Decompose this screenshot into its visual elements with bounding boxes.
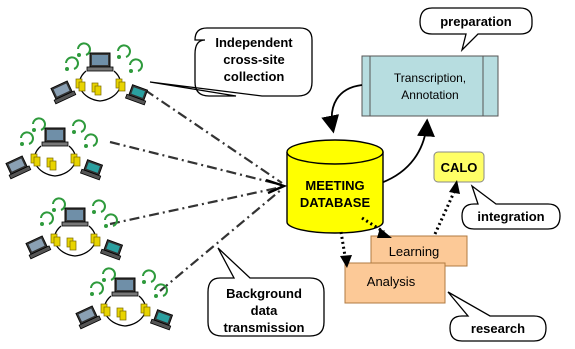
transcription-line2: Annotation (401, 88, 458, 102)
analysis-box: Analysis (344, 262, 446, 304)
callout-integration-text: integration (477, 209, 544, 224)
arrow-learning-to-calo (433, 189, 457, 235)
transfer-line-4 (159, 188, 283, 292)
callout-research-text: research (471, 321, 525, 336)
arrowhead-learning (377, 228, 392, 238)
transcription-line1: Transcription, (394, 71, 466, 85)
analysis-label: Analysis (367, 274, 416, 289)
arrow-database-to-transcription (380, 118, 435, 184)
callout-background-line3: transmission (224, 320, 305, 335)
arrowhead-calo (449, 180, 460, 194)
calo-label: CALO (441, 160, 478, 175)
callout-independent-line1: Independent (215, 35, 293, 50)
transfer-line-3 (109, 185, 283, 226)
callout-independent-line3: collection (224, 69, 285, 84)
callout-preparation-text: preparation (440, 14, 512, 29)
arrow-transcription-to-database (321, 84, 363, 134)
transcription-annotation-box: Transcription, Annotation (361, 55, 499, 117)
database-line1: MEETING (305, 178, 364, 193)
callout-research: research (447, 291, 547, 342)
recording-site-3 (23, 197, 126, 261)
meeting-database: MEETING DATABASE (286, 139, 384, 234)
transfer-line-2 (109, 140, 283, 187)
arrowhead-analysis (340, 255, 352, 268)
learning-box: Learning (370, 235, 468, 267)
callout-background-line2: data (251, 303, 279, 318)
callout-independent-collection: Independent cross-site collection (149, 27, 313, 97)
transfer-arrowhead (265, 178, 288, 195)
callout-background-transmission: Background data transmission (207, 247, 325, 337)
recording-site-4 (73, 267, 176, 331)
database-line2: DATABASE (300, 195, 371, 210)
recording-site-2 (3, 117, 106, 181)
callout-background-line1: Background (226, 286, 302, 301)
callout-preparation: preparation (419, 7, 533, 53)
calo-box: CALO (433, 151, 485, 183)
callout-integration: integration (461, 184, 561, 230)
learning-label: Learning (389, 244, 440, 259)
transfer-line-1 (144, 89, 283, 184)
callout-independent-line2: cross-site (223, 52, 284, 67)
recording-site-1 (48, 42, 151, 106)
